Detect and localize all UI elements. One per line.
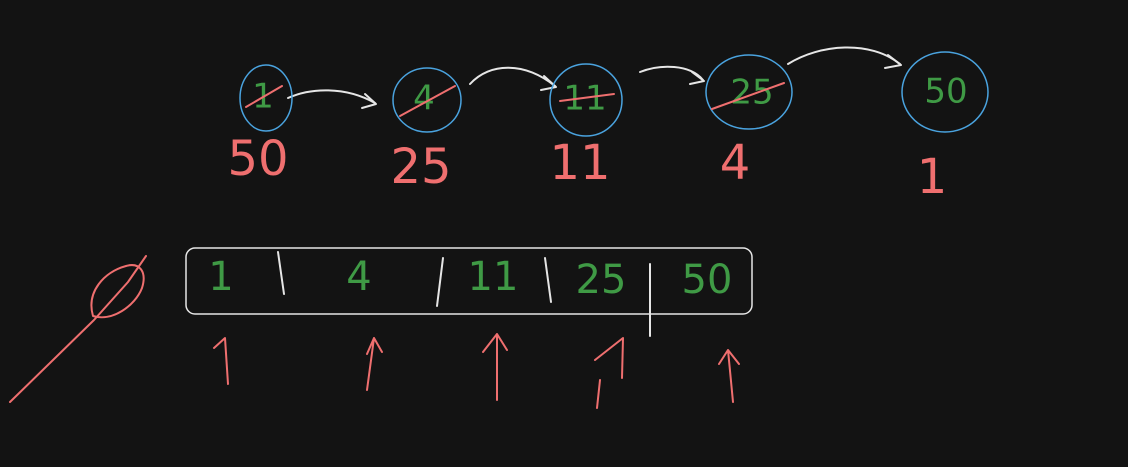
node-strike-4	[711, 82, 785, 110]
node-strike-3	[559, 93, 615, 102]
node-label-3: 11	[549, 135, 610, 191]
arrow-head-4-to-5	[884, 54, 902, 69]
array-box	[185, 247, 753, 315]
node-circle-5	[901, 51, 989, 133]
arrow-2-to-3	[469, 66, 556, 87]
node-circle-1	[239, 64, 293, 132]
node-value-2: 4	[413, 79, 435, 119]
node-label-4: 4	[720, 135, 751, 191]
node-circle-2	[392, 67, 462, 133]
empty-set-slash	[9, 255, 147, 403]
array-divider-3	[544, 257, 552, 303]
node-label-1: 50	[227, 131, 288, 187]
arrow-4-to-5	[787, 46, 901, 65]
pointer-1	[213, 337, 229, 385]
node-labels: 50 25 11 4 1	[227, 131, 947, 205]
node-circle-4	[705, 54, 793, 130]
node-strike-1	[245, 85, 283, 108]
array-divider-1	[277, 251, 285, 295]
node-value-5: 50	[924, 72, 967, 112]
sorted-array: 1 4 11 25 50	[185, 247, 753, 337]
array-cell-4: 25	[576, 257, 627, 303]
array-cell-3: 11	[468, 254, 519, 300]
node-value-4: 25	[730, 73, 773, 113]
node-connectors	[287, 46, 902, 109]
empty-set-loop	[90, 264, 145, 319]
empty-set-symbol	[9, 255, 147, 403]
node-strike-2	[399, 85, 456, 117]
node-circle-3	[549, 63, 623, 137]
node-label-2: 25	[390, 139, 451, 195]
arrow-1-to-2	[287, 89, 376, 104]
arrow-head-1-to-2	[361, 93, 377, 109]
node-label-5: 1	[917, 149, 948, 205]
pointer-3	[482, 333, 508, 401]
arrow-head-2-to-3	[540, 75, 557, 91]
pointer-5	[718, 349, 740, 403]
list-nodes: 1 4 11 25 50	[239, 51, 989, 137]
pointer-4	[594, 337, 624, 409]
arrow-head-3-to-4	[689, 71, 705, 85]
pointer-2	[366, 337, 383, 391]
array-cell-5: 50	[682, 257, 733, 303]
pointer-arrows	[213, 333, 740, 409]
array-cell-1: 1	[208, 254, 233, 300]
array-cell-2: 4	[346, 254, 371, 300]
array-divider-2	[436, 257, 444, 307]
